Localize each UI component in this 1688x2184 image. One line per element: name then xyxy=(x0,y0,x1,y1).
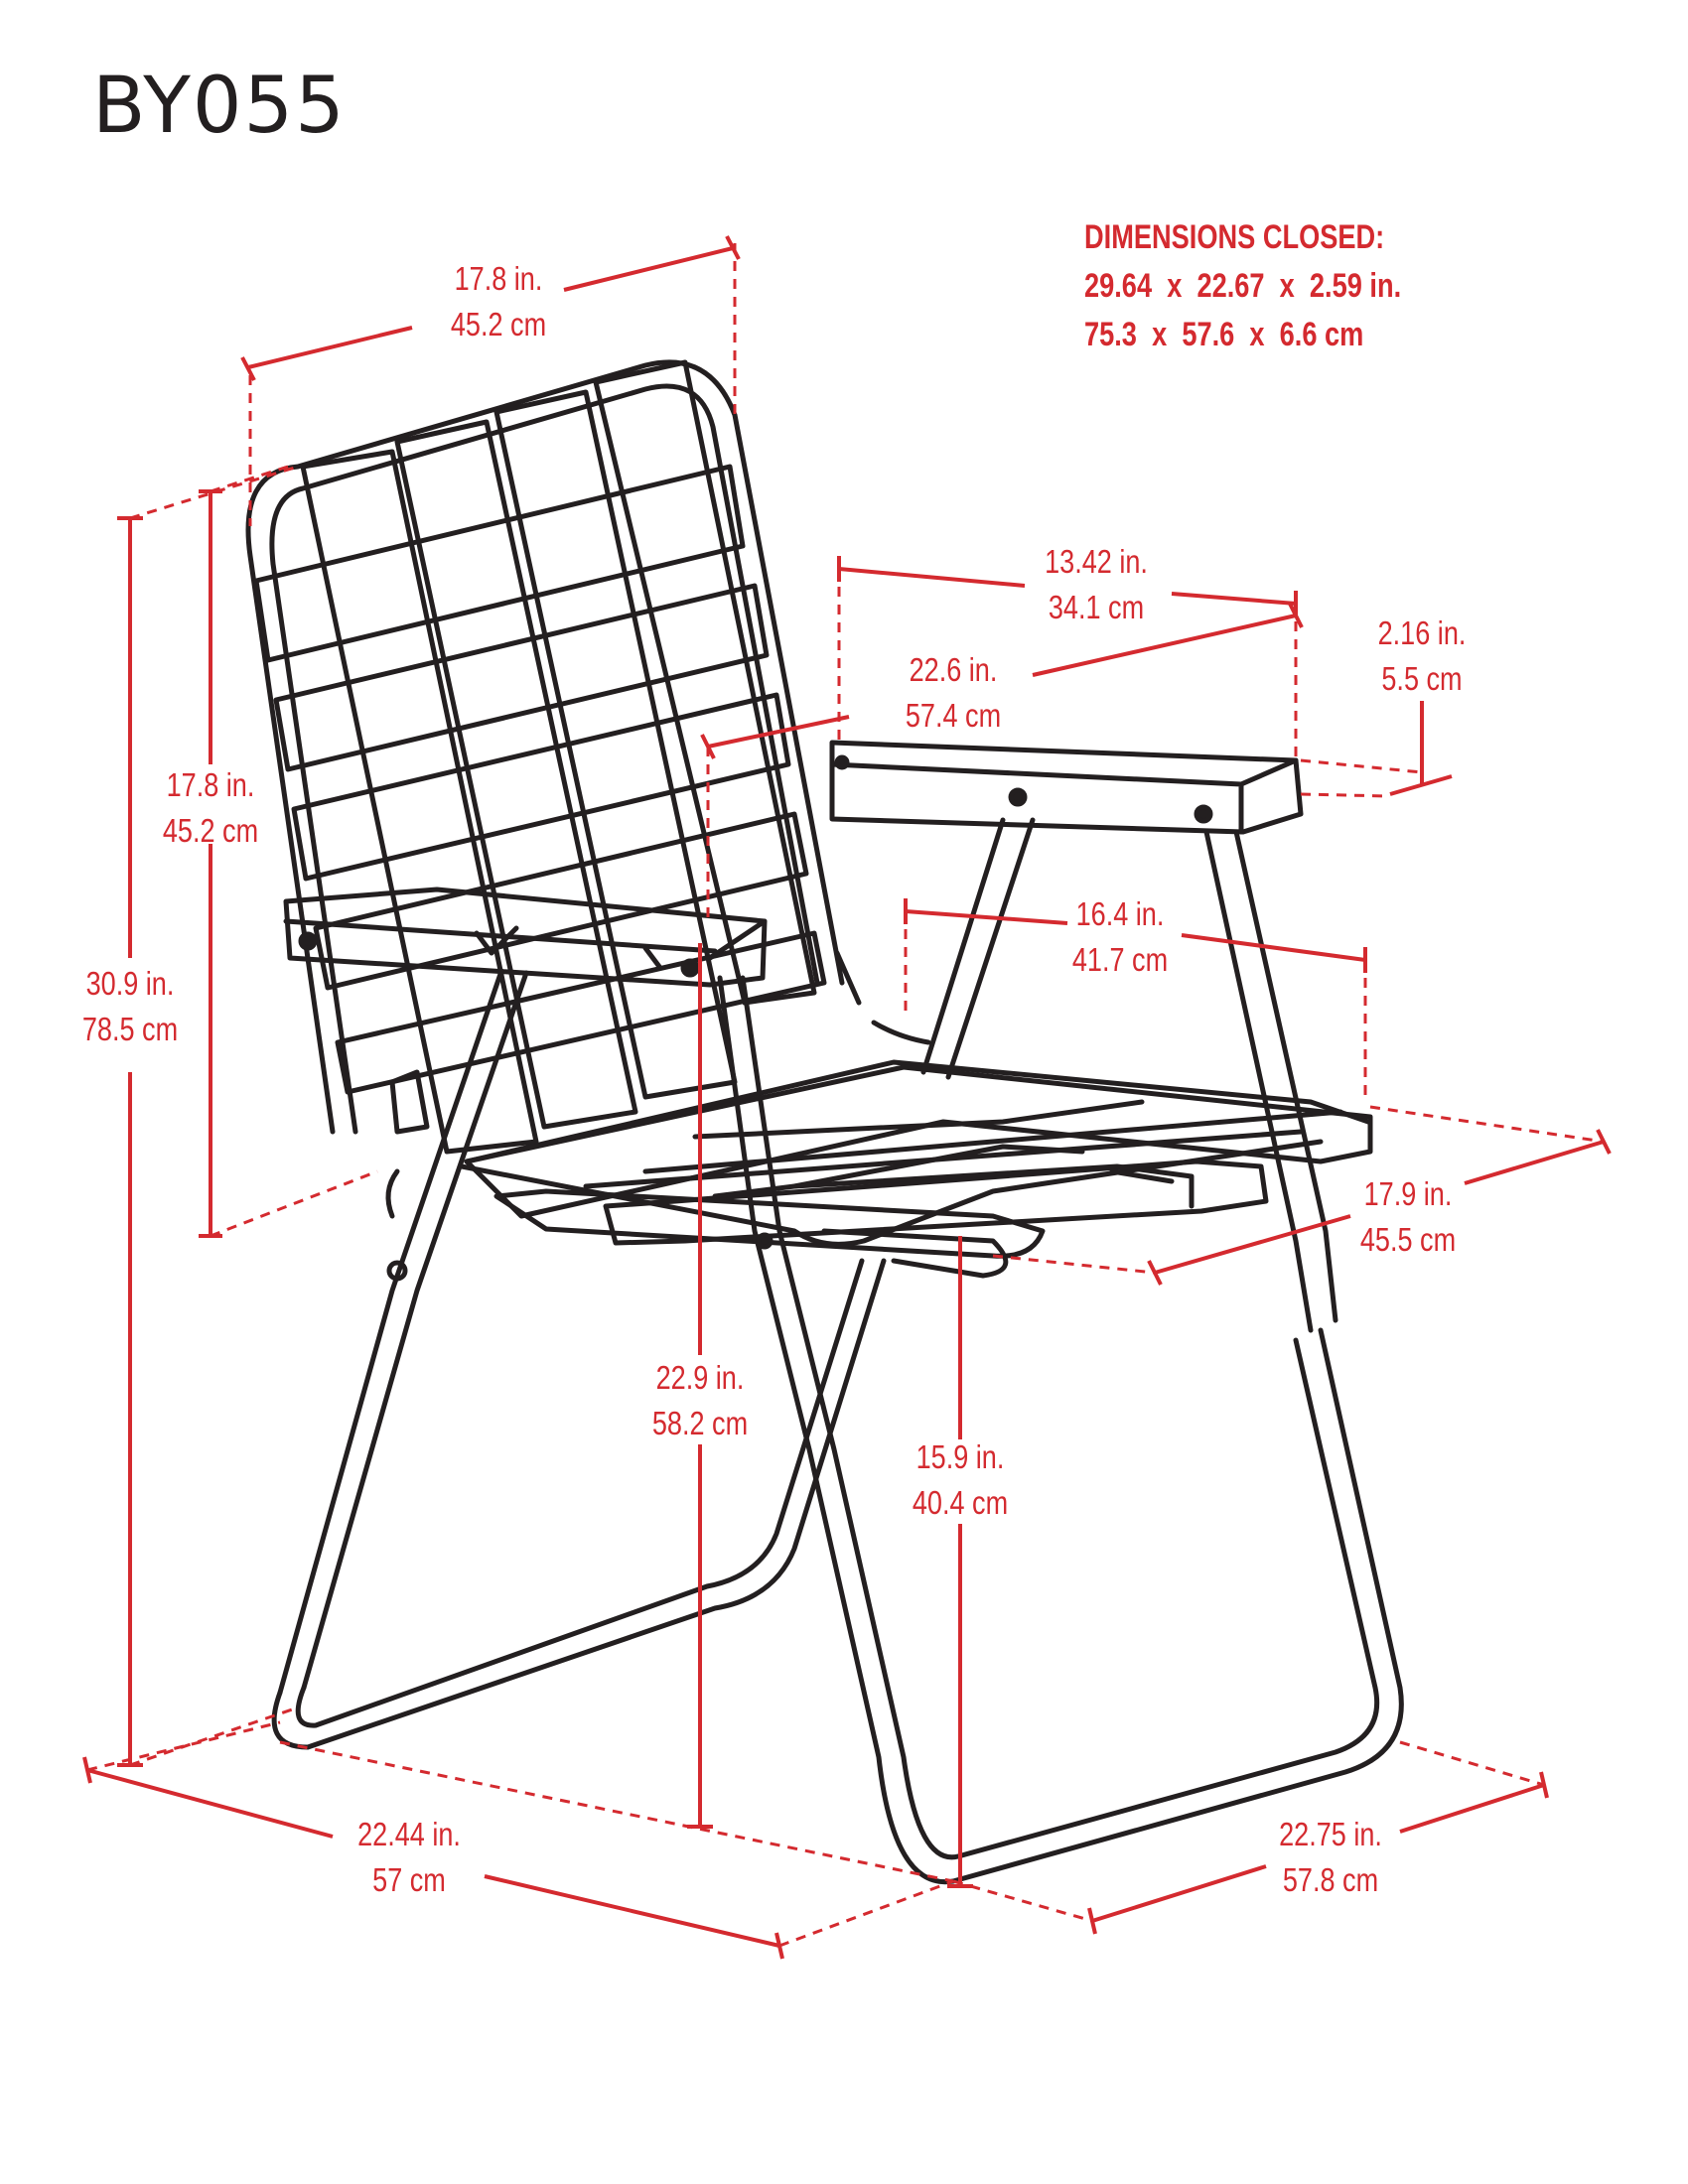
left-armrest xyxy=(283,887,768,988)
seat-straps xyxy=(464,1064,1373,1279)
left-runner xyxy=(271,1258,887,1750)
model-title: BY055 xyxy=(92,62,347,151)
dim-label-backrest-height: 17.8 in. 45.2 cm xyxy=(162,766,259,849)
dim-overall-width xyxy=(86,1768,780,1948)
back-straps-vertical xyxy=(300,359,817,1155)
dim-label-armrest-thickness: 2.16 in. 5.5 cm xyxy=(1377,614,1467,697)
dimension-lines xyxy=(82,235,1612,1960)
front-upright-inner xyxy=(740,975,961,1860)
dim-label-seat-height: 15.9 in. 40.4 cm xyxy=(912,1438,1009,1521)
dim-label-seat-depth: 17.9 in. 45.5 cm xyxy=(1359,1175,1457,1258)
right-support xyxy=(1203,829,1314,1333)
dim-backrest-width xyxy=(247,246,734,369)
dimensions-closed-heading: DIMENSIONS CLOSED: xyxy=(1084,218,1385,256)
right-support-inner xyxy=(1233,829,1338,1323)
dim-overall-depth xyxy=(1091,1783,1545,1923)
dim-armrest-thickness xyxy=(1389,701,1453,796)
dim-label-overall-depth: 22.75 in. 57.8 cm xyxy=(1279,1816,1382,1898)
back-straps-horizontal xyxy=(253,464,827,1095)
right-runner-inner xyxy=(955,1337,1380,1859)
front-right-leg xyxy=(920,817,1006,1075)
dim-seat-depth xyxy=(1154,1140,1605,1275)
closed-imperial: 29.64 x 22.67 x 2.59 in. xyxy=(1084,267,1402,305)
dim-label-backrest-width: 17.8 in. 45.2 cm xyxy=(450,260,547,342)
dim-label-arm-to-arm: 22.6 in. 57.4 cm xyxy=(905,651,1002,734)
right-runner xyxy=(950,1327,1404,1884)
front-right-leg-inner xyxy=(945,817,1036,1080)
dim-label-overall-width: 22.44 in. 57 cm xyxy=(357,1816,461,1898)
dim-label-arm-height: 22.9 in. 58.2 cm xyxy=(651,1359,749,1441)
closed-metric: 75.3 x 57.6 x 6.6 cm xyxy=(1084,316,1364,353)
hinges xyxy=(385,950,931,1282)
front-left-leg-inner xyxy=(301,970,529,1691)
dimensions-closed: DIMENSIONS CLOSED: 29.64 x 22.67 x 2.59 … xyxy=(1084,213,1401,359)
dim-label-seat-width: 16.4 in. 41.7 cm xyxy=(1071,895,1169,978)
dim-label-armrest-length: 13.42 in. 34.1 cm xyxy=(1045,543,1148,625)
dim-arm-to-arm xyxy=(707,614,1297,749)
backrest-frame xyxy=(245,359,845,1135)
dim-seat-width xyxy=(905,909,1366,962)
right-armrest xyxy=(829,740,1304,835)
dim-label-overall-height: 30.9 in. 78.5 cm xyxy=(81,965,179,1047)
front-left-leg xyxy=(277,968,504,1696)
left-runner-inner xyxy=(295,1258,865,1728)
backrest-frame-inner xyxy=(269,383,820,1135)
front-upright xyxy=(717,975,956,1885)
chair xyxy=(245,359,1404,1885)
dim-armrest-length xyxy=(838,567,1297,606)
